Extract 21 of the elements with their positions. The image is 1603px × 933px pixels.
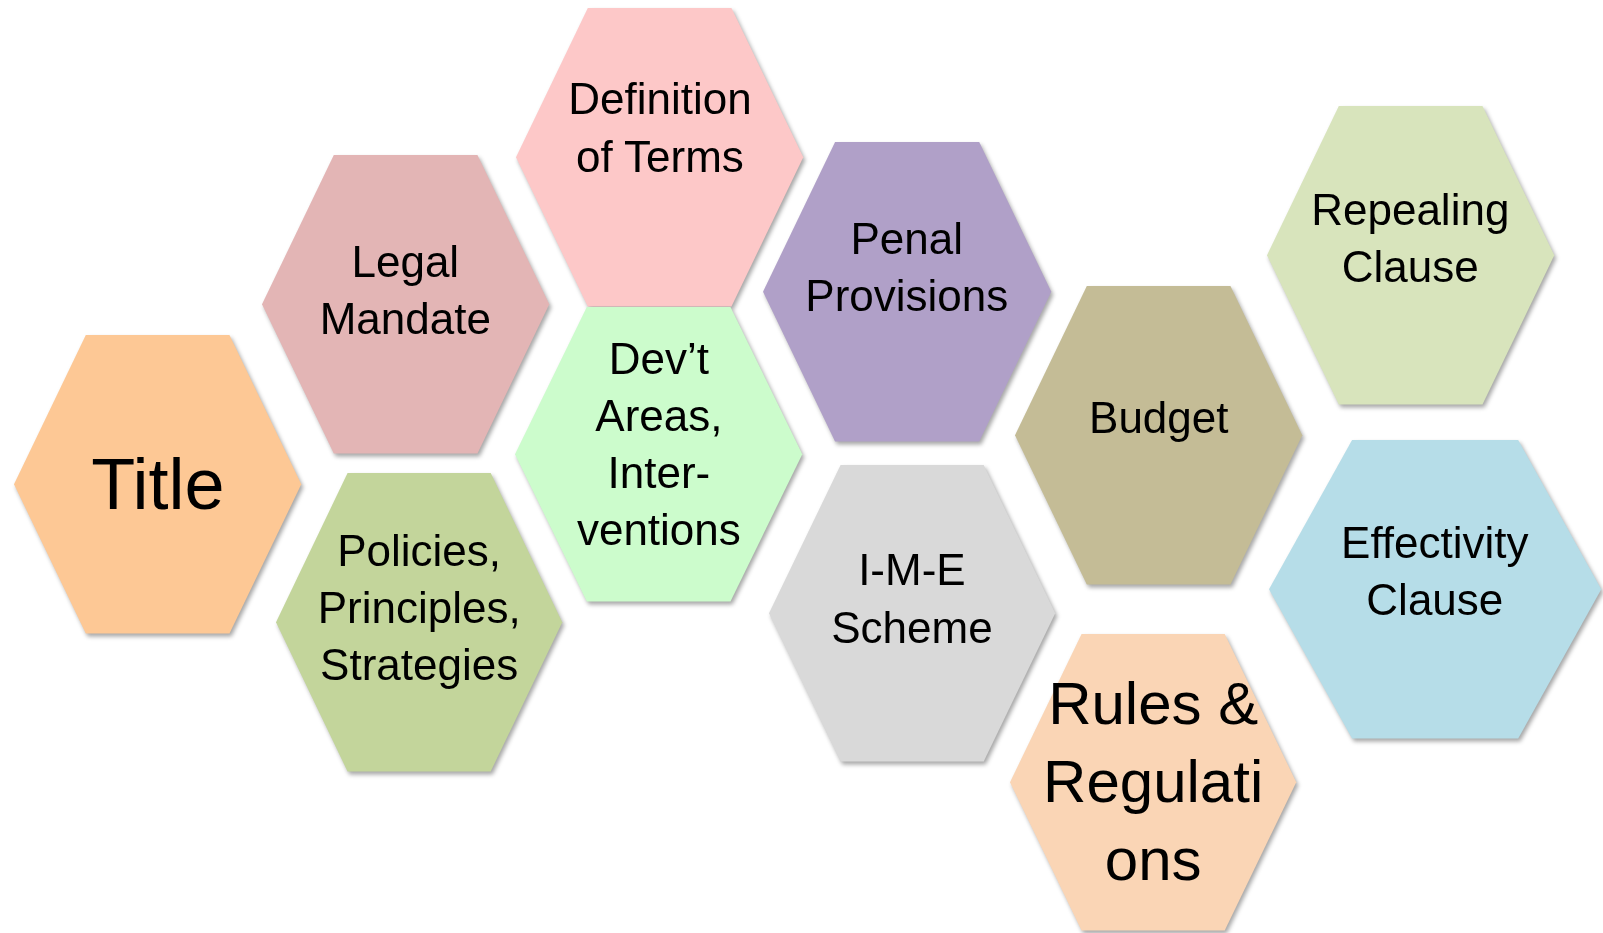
hexagon-shape bbox=[1266, 106, 1554, 405]
hexagon-label: Effectivity Clause bbox=[1340, 516, 1530, 626]
hexagon-shape bbox=[762, 142, 1051, 442]
hexagon-label: Rules & Regulations bbox=[1042, 669, 1265, 896]
hexagon-label: Penal Provisions bbox=[804, 212, 1010, 322]
hexagon-label: I-M-E Scheme bbox=[830, 544, 994, 654]
hexagon-label: Policies, Principles, Strategies bbox=[316, 524, 522, 692]
hexagon-shape bbox=[276, 473, 563, 772]
hexagon-shape bbox=[1015, 286, 1303, 585]
hexagon-shape bbox=[516, 8, 804, 307]
hexagon-shape bbox=[261, 155, 549, 454]
hexagon-label: Definition of Terms bbox=[567, 73, 753, 183]
hexagon-label: Dev’t Areas, Inter-ventions bbox=[575, 332, 742, 557]
hexagon-label: Title bbox=[90, 442, 226, 526]
hexagon-label: Legal Mandate bbox=[318, 235, 492, 345]
hexagon-shape bbox=[1268, 439, 1601, 739]
hexagon-shape bbox=[515, 306, 803, 602]
hexagon-label: Repealing Clause bbox=[1310, 183, 1511, 293]
hexagon-shape bbox=[14, 335, 302, 634]
hexagon-label: Budget bbox=[1088, 391, 1230, 444]
hexagon-shape bbox=[1010, 633, 1297, 931]
